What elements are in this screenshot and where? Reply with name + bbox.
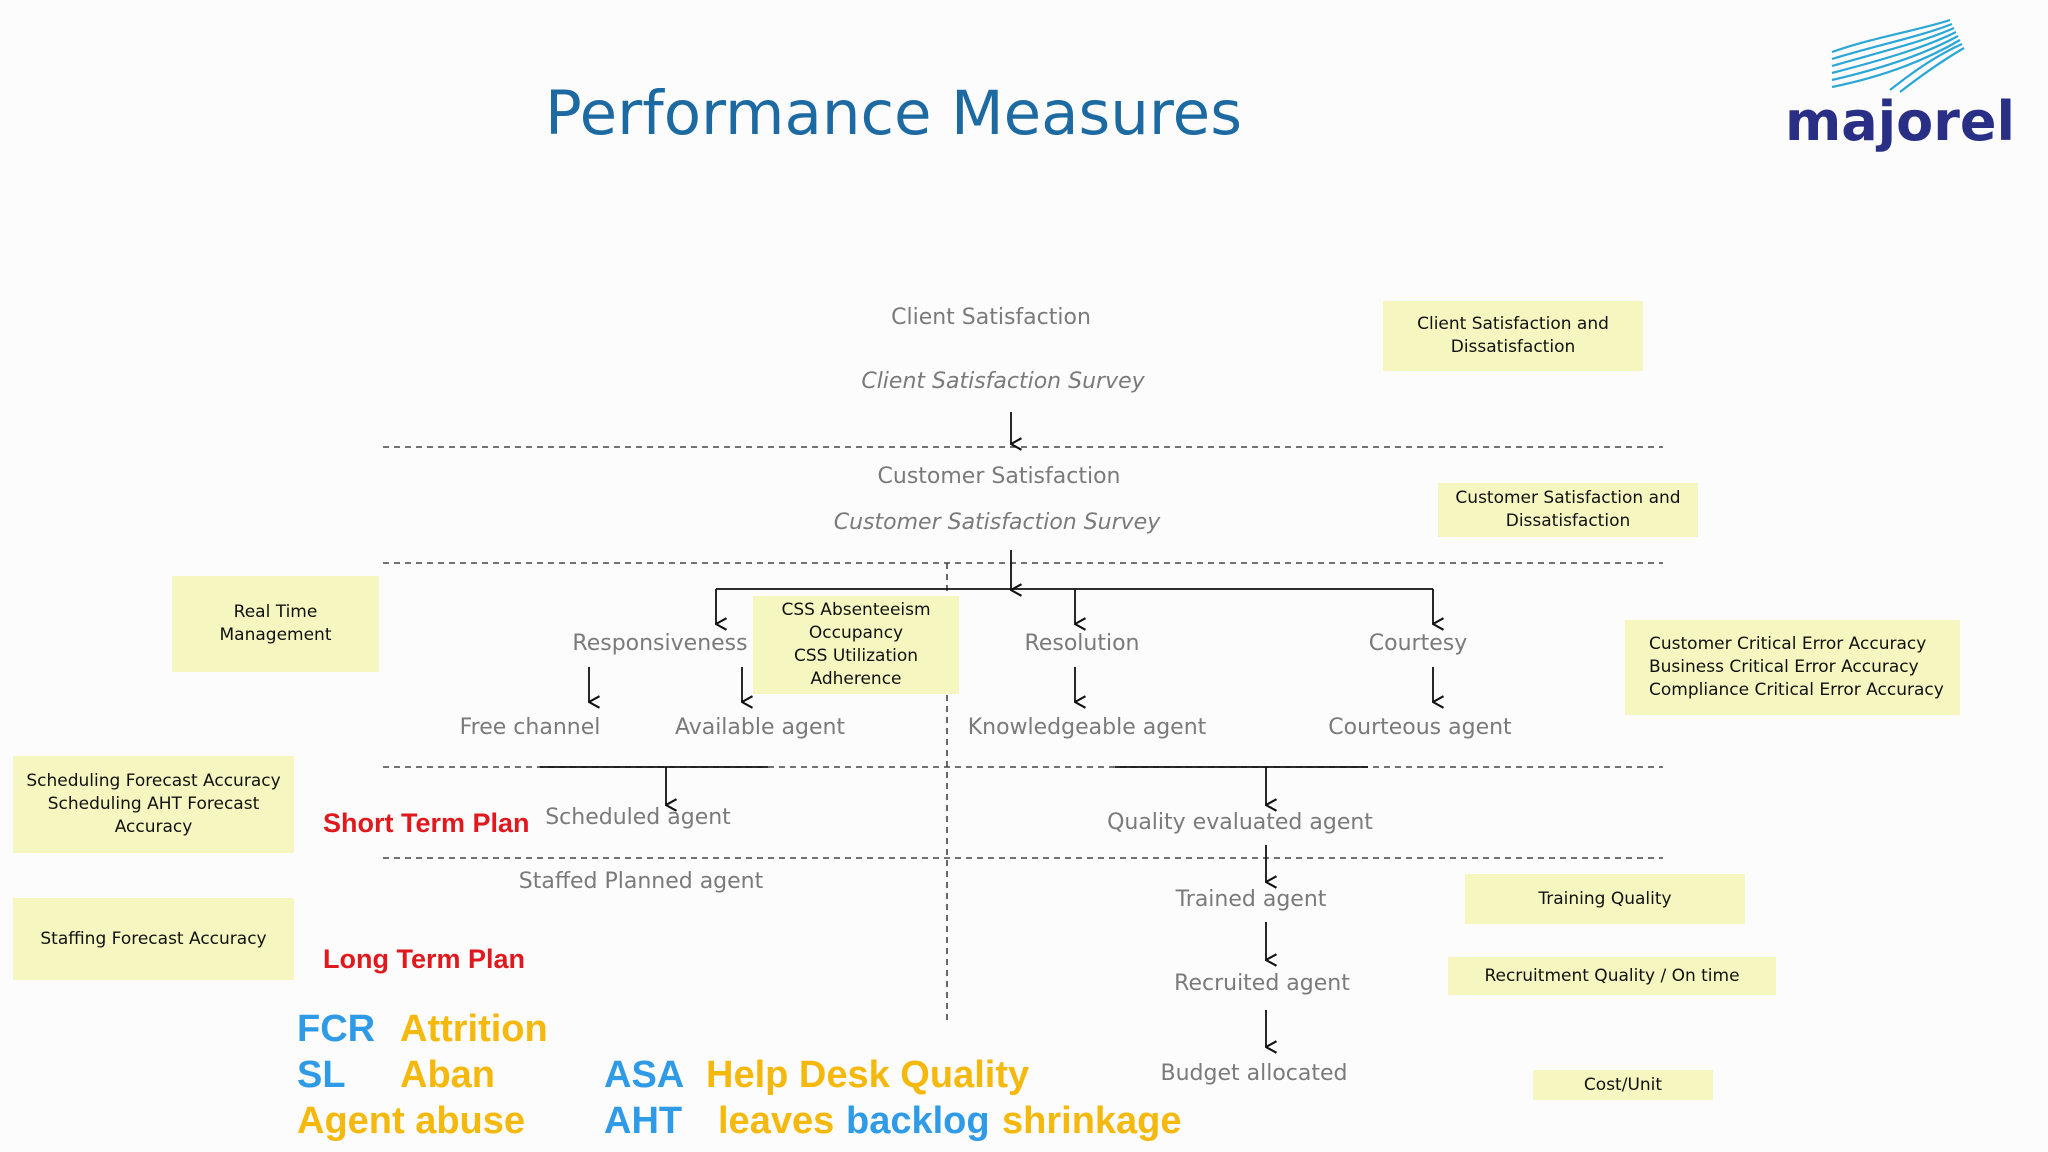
- kpi-asa: ASA: [604, 1054, 685, 1096]
- box-client-satisfaction-metrics: Client Satisfaction and Dissatisfaction: [1383, 301, 1643, 371]
- box-recruitment-quality: Recruitment Quality / On time: [1448, 957, 1776, 995]
- node-resolution: Resolution: [1024, 631, 1140, 656]
- node-knowledgeable-agent: Knowledgeable agent: [967, 715, 1207, 740]
- short-term-plan-label: Short Term Plan: [323, 808, 530, 838]
- node-courtesy: Courtesy: [1368, 631, 1468, 656]
- page-title: Performance Measures: [545, 78, 1242, 149]
- node-trained-agent: Trained agent: [1175, 887, 1327, 912]
- node-staffed-planned-agent: Staffed Planned agent: [518, 869, 764, 894]
- box-cost-unit: Cost/Unit: [1533, 1070, 1713, 1100]
- box-scheduling-accuracy: Scheduling Forecast Accuracy Scheduling …: [13, 756, 294, 853]
- node-budget-allocated: Budget allocated: [1160, 1061, 1348, 1086]
- kpi-aban: Aban: [400, 1054, 495, 1096]
- logo-wordmark: majorel: [1785, 90, 2015, 153]
- box-customer-satisfaction-metrics: Customer Satisfaction and Dissatisfactio…: [1438, 483, 1698, 537]
- node-recruited-agent: Recruited agent: [1174, 971, 1350, 996]
- node-customer-survey: Customer Satisfaction Survey: [833, 510, 1161, 535]
- long-term-plan-label: Long Term Plan: [323, 944, 526, 974]
- kpi-attrition: Attrition: [400, 1008, 548, 1050]
- node-free-channel: Free channel: [459, 715, 601, 740]
- node-client-survey: Client Satisfaction Survey: [861, 369, 1145, 394]
- majorel-logo: majorel: [1785, 18, 2015, 153]
- box-critical-error-accuracy: Customer Critical Error Accuracy Busines…: [1625, 620, 1960, 715]
- kpi-backlog: backlog: [846, 1100, 990, 1142]
- node-customer-satisfaction: Customer Satisfaction: [877, 464, 1121, 489]
- kpi-aht: AHT: [604, 1100, 683, 1142]
- box-css-metrics: CSS Absenteeism Occupancy CSS Utilizatio…: [753, 596, 959, 694]
- node-client-satisfaction: Client Satisfaction: [891, 305, 1091, 330]
- box-staffing-forecast-accuracy: Staffing Forecast Accuracy: [13, 898, 294, 980]
- node-quality-evaluated-agent: Quality evaluated agent: [1107, 810, 1373, 835]
- box-real-time-management: Real Time Management: [172, 576, 379, 672]
- kpi-fcr: FCR: [297, 1008, 376, 1050]
- kpi-sl: SL: [297, 1054, 346, 1096]
- node-courteous-agent: Courteous agent: [1328, 715, 1512, 740]
- box-training-quality: Training Quality: [1465, 874, 1745, 924]
- kpi-agent-abuse: Agent abuse: [297, 1100, 526, 1142]
- kpi-shrinkage: shrinkage: [1002, 1100, 1182, 1142]
- kpi-help-desk-quality: Help Desk Quality: [706, 1054, 1030, 1096]
- node-scheduled-agent: Scheduled agent: [545, 805, 731, 830]
- kpi-leaves: leaves: [718, 1100, 835, 1142]
- node-responsiveness: Responsiveness: [572, 631, 748, 656]
- logo-wave-icon: [1831, 18, 1965, 93]
- node-available-agent: Available agent: [674, 715, 846, 740]
